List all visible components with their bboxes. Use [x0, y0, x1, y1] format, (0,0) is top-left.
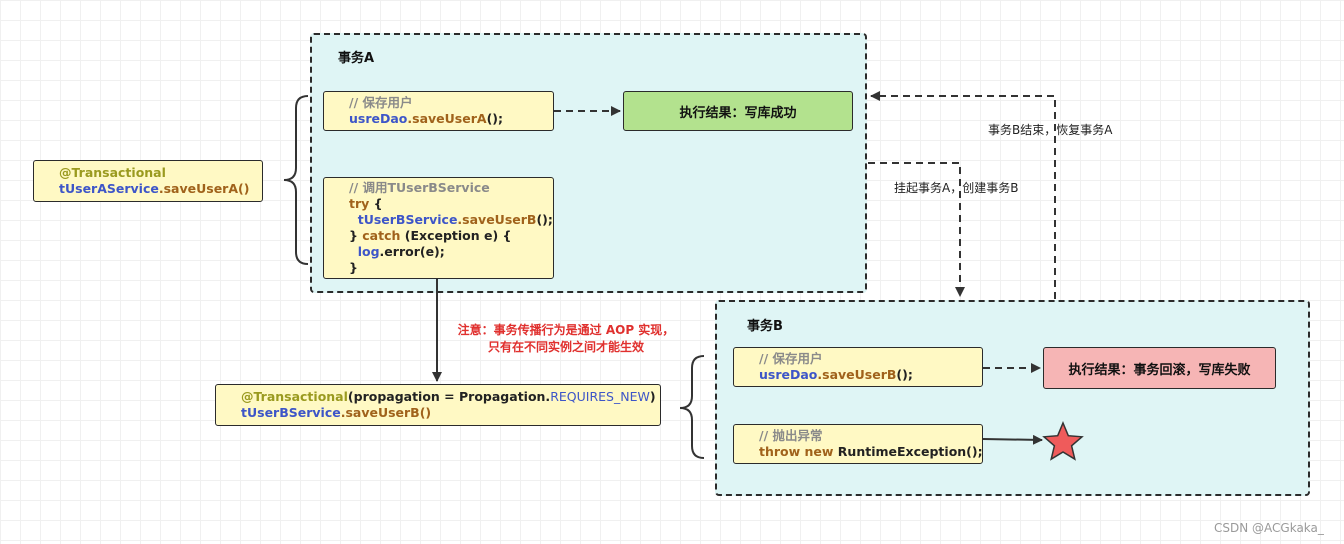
note-line-2: 只有在不同实例之间才能生效	[487, 340, 644, 354]
watermark: CSDN @ACGkaka_	[1214, 521, 1324, 535]
arrow-suspend	[868, 162, 965, 297]
code-comment: // 抛出异常	[759, 428, 823, 443]
brace-a	[283, 95, 309, 265]
code-comment: // 保存用户	[759, 351, 823, 366]
code-text: }	[349, 260, 358, 275]
code-text: (Exception e) {	[400, 228, 512, 243]
b-throw-box: // 抛出异常 throw new RuntimeException();	[733, 424, 983, 464]
code-text: }	[349, 228, 363, 243]
a-call-b-box: // 调用TUserBService try { tUserBService.s…	[323, 177, 554, 279]
try-keyword: try	[349, 196, 370, 211]
transaction-b-title: 事务B	[747, 319, 783, 334]
a-result-box: 执行结果：写库成功	[623, 91, 853, 131]
code-comment: // 调用TUserBService	[349, 180, 490, 195]
a-save-user-box: // 保存用户 usreDao.saveUserA();	[323, 91, 554, 131]
code-text: (propagation = Propagation.	[347, 389, 551, 404]
code-text: .error(e);	[379, 244, 445, 259]
dao-object: usreDao	[349, 111, 408, 126]
suspend-label: 挂起事务A，创建事务B	[894, 181, 1019, 195]
code-text: {	[369, 196, 383, 211]
service-object: tUserAService	[59, 181, 159, 196]
aop-note: 注意：事务传播行为是通过 AOP 实现， 只有在不同实例之间才能生效	[446, 322, 686, 356]
save-user-a-call-box: @Transactional tUserAService.saveUserA()	[33, 160, 263, 202]
log-object: log	[357, 244, 380, 259]
propagation-constant: REQUIRES_NEW	[550, 389, 650, 404]
note-line-1: 注意：事务传播行为是通过 AOP 实现，	[457, 323, 675, 337]
method-name: .saveUserA()	[158, 181, 250, 196]
a-result-text: 执行结果：写库成功	[679, 105, 797, 121]
transactional-annotation: @Transactional	[241, 389, 348, 404]
code-tail: ();	[536, 212, 553, 227]
arrow-resume	[870, 91, 1056, 299]
method-name: .saveUserB	[817, 367, 897, 382]
brace-b	[679, 355, 705, 459]
code-tail: ();	[896, 367, 913, 382]
service-object: tUserBService	[241, 405, 341, 420]
transactional-annotation: @Transactional	[59, 165, 166, 180]
b-result-box: 执行结果：事务回滚，写库失败	[1043, 347, 1276, 389]
code-tail: ();	[486, 111, 503, 126]
arrow-throw-star	[982, 434, 1043, 445]
b-save-user-box: // 保存用户 usreDao.saveUserB();	[733, 347, 983, 387]
throw-keyword: throw new	[759, 444, 834, 459]
catch-keyword: catch	[362, 228, 401, 243]
method-name: .saveUserA	[407, 111, 487, 126]
transaction-a-title: 事务A	[338, 51, 375, 66]
service-object: tUserBService	[357, 212, 458, 227]
dao-object: usreDao	[759, 367, 818, 382]
code-text: RuntimeException();	[833, 444, 983, 459]
method-name: .saveUserB	[457, 212, 537, 227]
save-user-b-call-box: @Transactional(propagation = Propagation…	[215, 384, 661, 426]
resume-label: 事务B结束，恢复事务A	[988, 123, 1113, 137]
b-result-text: 执行结果：事务回滚，写库失败	[1068, 362, 1251, 378]
code-text: )	[649, 389, 656, 404]
code-comment: // 保存用户	[349, 95, 413, 110]
method-name: .saveUserB()	[340, 405, 432, 420]
